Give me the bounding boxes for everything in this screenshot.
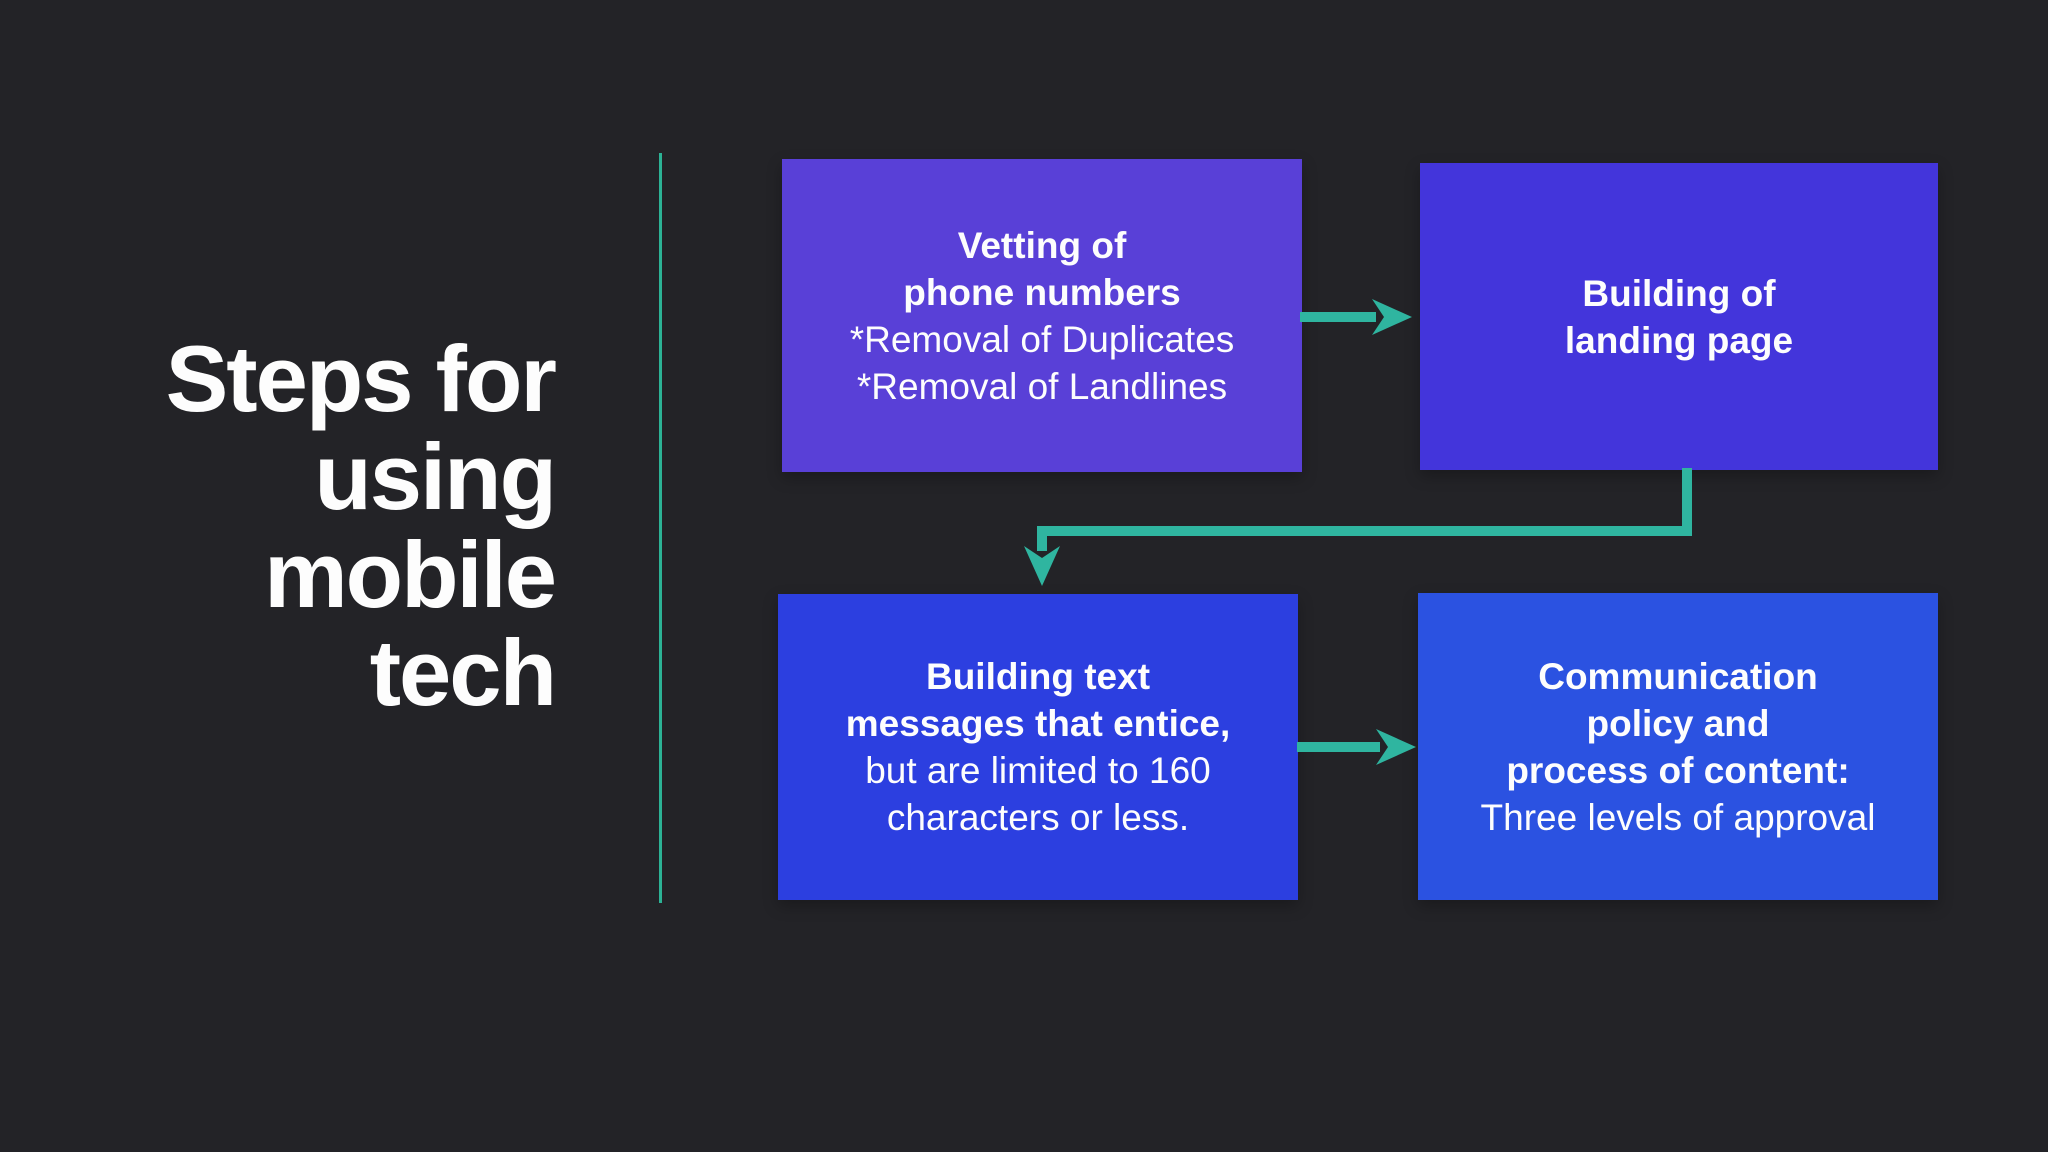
box-body-line: characters or less.: [886, 797, 1190, 838]
box-body-line: *Removal of Duplicates: [849, 318, 1235, 360]
box-body-line: *Removal of Landlines: [856, 365, 1228, 407]
box-title-line: Building text: [925, 656, 1151, 697]
box-title-line: landing page: [1564, 319, 1794, 361]
box-title-line: policy and: [1586, 702, 1770, 744]
box-title-line: phone numbers: [903, 271, 1181, 313]
box-body-line: but are limited to 160: [865, 750, 1211, 791]
arrow-messages-to-policy-icon: [1297, 729, 1416, 765]
flow-box-landing: Building of landing page: [1420, 163, 1938, 470]
box-title-line: Communication: [1538, 655, 1818, 697]
title-line-3: mobile: [264, 522, 557, 627]
title-line-2: using: [314, 424, 557, 529]
box-title-line: Vetting of: [957, 224, 1127, 266]
flow-box-vetting: Vetting of phone numbers *Removal of Dup…: [782, 159, 1302, 472]
box-body-line: Three levels of approval: [1480, 796, 1876, 838]
flow-box-messages: Building text messages that entice, but …: [778, 594, 1298, 900]
title-line-4: tech: [369, 620, 557, 725]
vertical-divider: [659, 153, 662, 903]
box-title-line: process of content:: [1506, 749, 1850, 791]
page-title: Steps for using mobile tech: [90, 326, 557, 725]
title-line-1: Steps for: [165, 326, 557, 431]
flow-box-policy: Communication policy and process of cont…: [1418, 593, 1938, 900]
arrow-vetting-to-landing-icon: [1300, 299, 1412, 335]
arrow-landing-to-messages-icon: [1024, 468, 1692, 586]
box-title-line: messages that entice,: [845, 703, 1231, 744]
box-title-line: Building of: [1582, 272, 1776, 314]
